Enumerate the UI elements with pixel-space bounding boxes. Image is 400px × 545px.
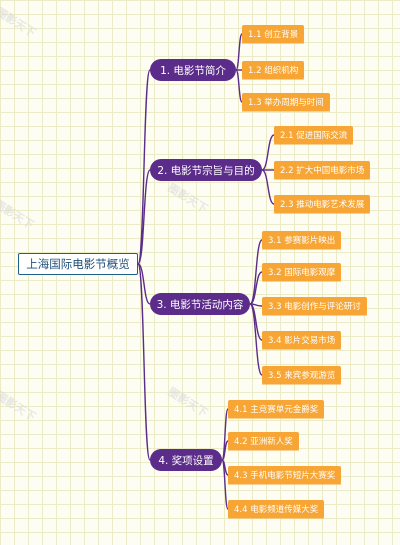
leaf-market-expansion[interactable]: 2.2 扩大中国电影市场 — [274, 161, 371, 179]
leaf-guest-tour[interactable]: 3.5 来宾参观游览 — [262, 366, 342, 384]
connector-line — [249, 303, 263, 376]
connector-line — [137, 263, 151, 305]
branch-purpose[interactable]: 2. 电影节宗旨与目的 — [150, 159, 262, 181]
leaf-competition-screening[interactable]: 3.1 参赛影片映出 — [262, 231, 342, 249]
connector-line — [235, 69, 243, 103]
leaf-movie-channel-award[interactable]: 4.4 电影频道传媒大奖 — [228, 500, 325, 518]
connector-line — [261, 134, 275, 171]
leaf-film-art[interactable]: 2.3 推动电影艺术发展 — [274, 195, 371, 213]
leaf-film-market[interactable]: 3.4 影片交易市场 — [262, 331, 342, 349]
connector-line — [261, 169, 275, 205]
leaf-film-viewing[interactable]: 3.2 国际电影观摩 — [262, 263, 342, 281]
connector-line — [249, 271, 263, 305]
leaf-founding-background[interactable]: 1.1 创立背景 — [242, 25, 305, 43]
leaf-mobile-short-film[interactable]: 4.3 手机电影节短片大赛奖 — [228, 466, 342, 484]
root-node[interactable]: 上海国际电影节概览 — [18, 253, 138, 275]
leaf-organization[interactable]: 1.2 组织机构 — [242, 61, 305, 79]
branch-activities[interactable]: 3. 电影节活动内容 — [150, 293, 250, 315]
leaf-international-exchange[interactable]: 2.1 促进国际交流 — [274, 126, 354, 144]
connector-line — [137, 169, 151, 265]
connector-line — [221, 440, 229, 461]
connector-line — [137, 69, 151, 265]
leaf-schedule[interactable]: 1.3 举办周期与时间 — [242, 93, 330, 111]
branch-intro[interactable]: 1. 电影节简介 — [150, 59, 236, 81]
leaf-asian-new-talent[interactable]: 4.2 亚洲新人奖 — [228, 432, 299, 450]
connector-line — [221, 459, 229, 510]
connector-line — [137, 263, 151, 461]
branch-awards[interactable]: 4. 奖项设置 — [150, 449, 222, 471]
leaf-golden-goblet[interactable]: 4.1 主竞赛单元金爵奖 — [228, 400, 325, 418]
connector-line — [235, 33, 243, 71]
leaf-creation-seminar[interactable]: 3.3 电影创作与评论研讨 — [262, 297, 367, 315]
